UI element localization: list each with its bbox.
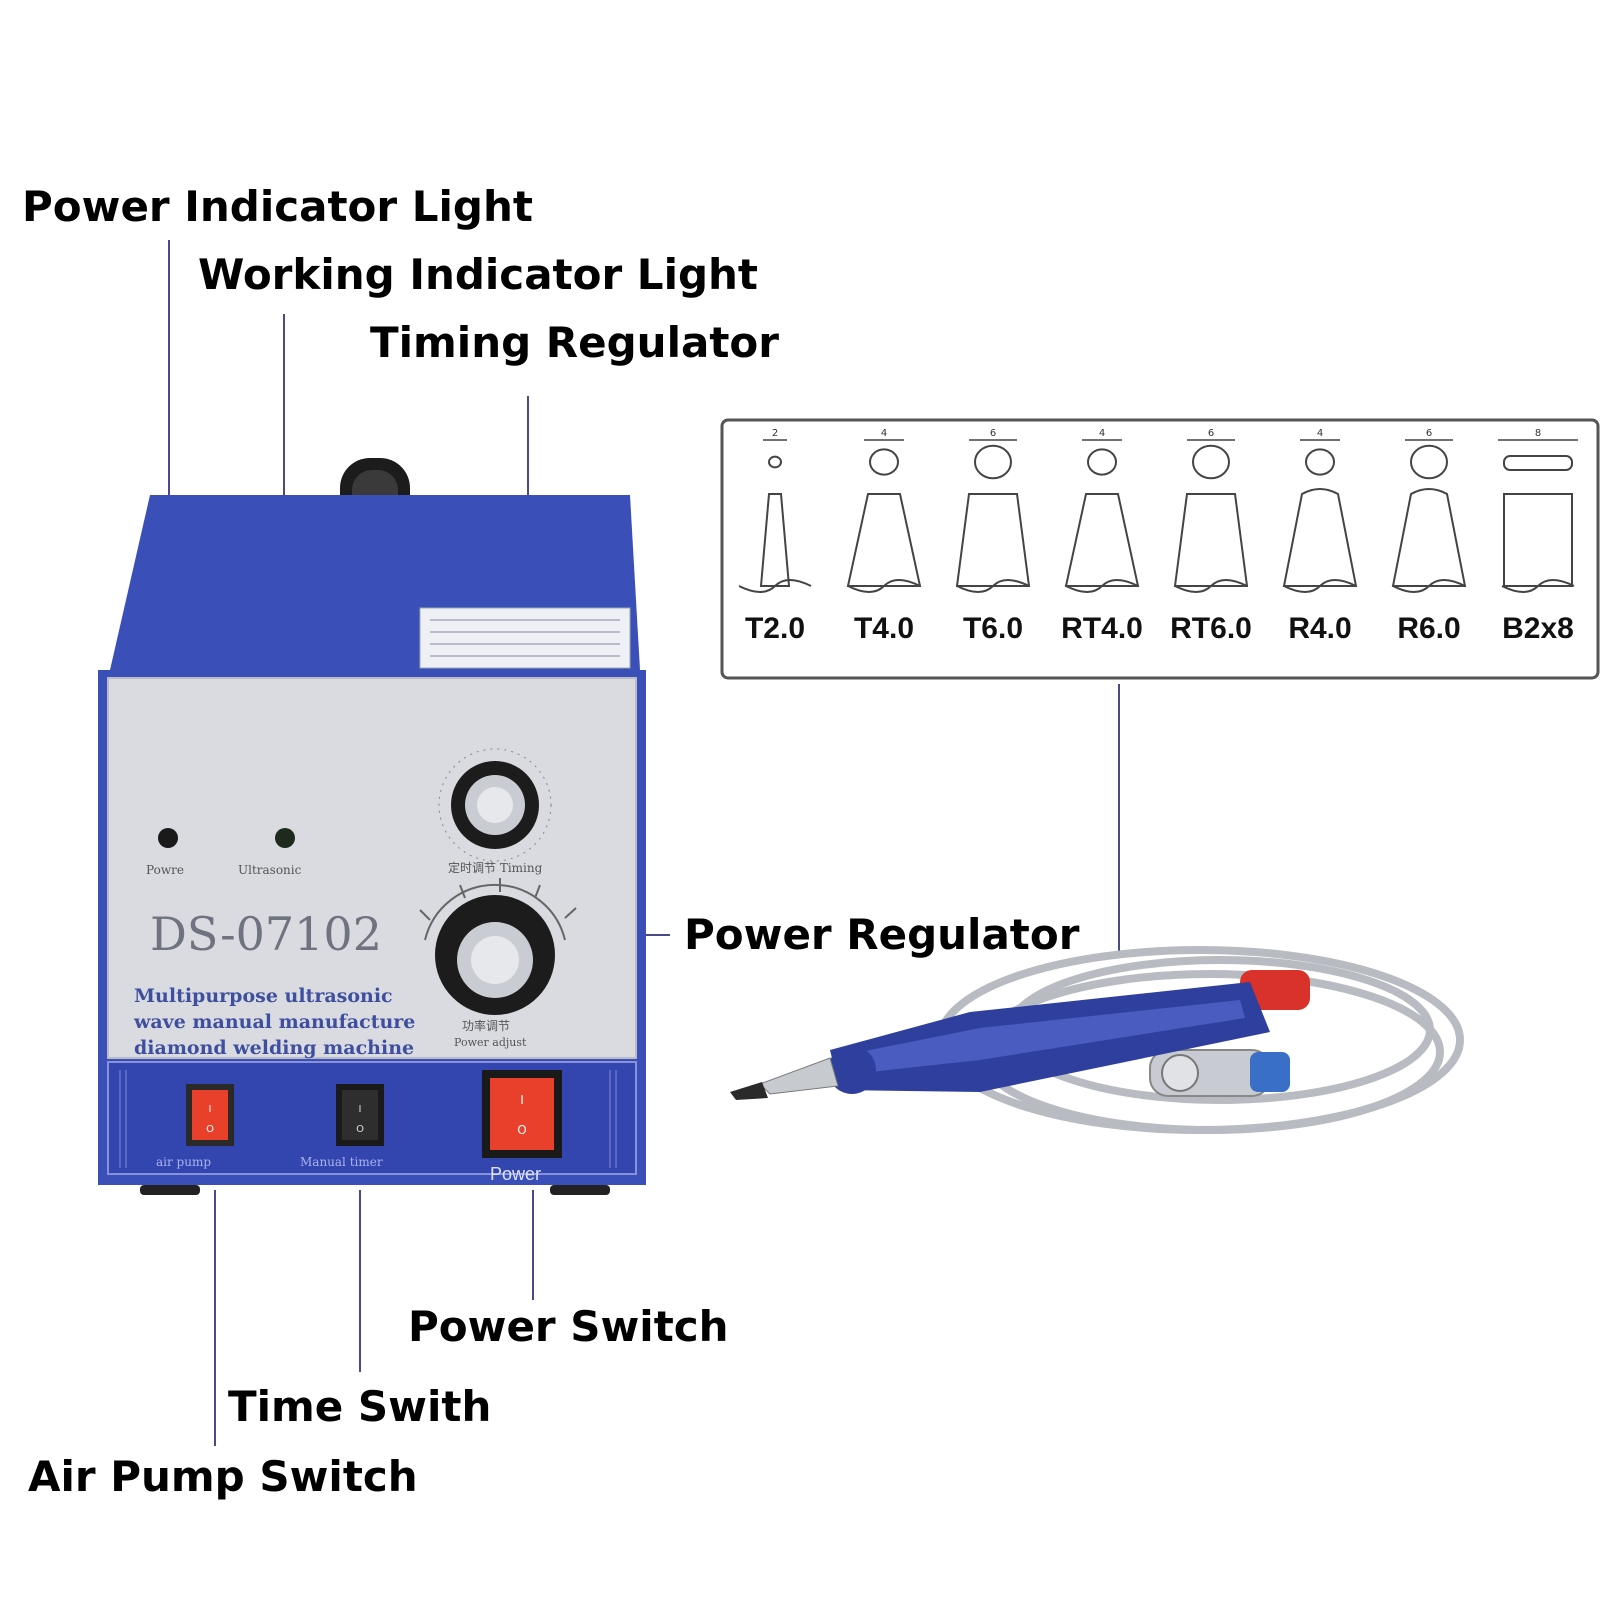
- front-panel: [108, 678, 636, 1058]
- tip-name-label: T2.0: [745, 612, 805, 645]
- callout-timing-regulator: Timing Regulator: [370, 318, 779, 367]
- svg-text:O: O: [206, 1124, 214, 1135]
- leader-air-pump-switch: [214, 1190, 216, 1446]
- ultrasonic-light-label: Ultrasonic: [238, 863, 302, 877]
- callout-power-switch: Power Switch: [408, 1302, 729, 1351]
- tip-r6-0: 6R6.0: [1391, 428, 1467, 645]
- leader-time-switch: [359, 1190, 361, 1372]
- tip-t4-0: 4T4.0: [846, 428, 922, 645]
- handpiece-body: [828, 982, 1270, 1094]
- power-switch[interactable]: I O: [482, 1070, 562, 1158]
- welding-machine-illustration: Powre Ultrasonic 定时调节 Timing DS-07102 Mu…: [98, 458, 646, 1195]
- description-line-1: Multipurpose ultrasonic: [134, 985, 393, 1007]
- tip-dimension-label: 4: [881, 428, 887, 439]
- tip-name-label: R4.0: [1288, 612, 1351, 645]
- callout-power-indicator-light: Power Indicator Light: [22, 182, 533, 231]
- air-pump-switch[interactable]: I O: [186, 1084, 234, 1146]
- tip-r4-0: 4R4.0: [1282, 428, 1358, 645]
- description-line-3: diamond welding machine: [134, 1037, 414, 1059]
- tip-dimension-label: 6: [990, 428, 996, 439]
- tip-dimension-label: 4: [1099, 428, 1105, 439]
- cable-strain-relief: [1240, 970, 1310, 1010]
- callout-time-switch: Time Swith: [228, 1382, 492, 1431]
- tip-t2-0: 2T2.0: [738, 428, 812, 645]
- power-regulator-knob[interactable]: [419, 878, 577, 1015]
- tip-name-label: T6.0: [963, 612, 1023, 645]
- svg-text:I: I: [520, 1093, 524, 1107]
- working-indicator-light: [275, 828, 295, 848]
- rating-label: [419, 607, 631, 669]
- tip-name-label: RT6.0: [1170, 612, 1252, 645]
- tip-name-label: B2x8: [1502, 612, 1574, 645]
- cable-connector: [1149, 1049, 1290, 1097]
- tip-name-label: R6.0: [1397, 612, 1460, 645]
- tip-dimension-label: 6: [1426, 428, 1432, 439]
- ultrasonic-handpiece-illustration: [730, 946, 1464, 1134]
- power-indicator-light: [158, 828, 178, 848]
- model-name: DS-07102: [150, 907, 382, 961]
- tip-name-label: T4.0: [854, 612, 914, 645]
- tip-name-label: RT4.0: [1061, 612, 1143, 645]
- tip-dimension-label: 4: [1317, 428, 1323, 439]
- leader-power-switch: [532, 1190, 534, 1300]
- svg-text:I: I: [209, 1104, 212, 1115]
- power-knob-label: 功率调节: [462, 1018, 510, 1033]
- handpiece-tip: [730, 1057, 839, 1100]
- tip-t6-0: 6T6.0: [955, 428, 1031, 645]
- leader-handpiece: [1118, 684, 1120, 954]
- time-switch[interactable]: I O: [336, 1084, 384, 1146]
- air-pump-label: air pump: [156, 1155, 211, 1169]
- power-knob-label-en: Power adjust: [454, 1036, 527, 1049]
- tip-dimension-label: 8: [1535, 428, 1541, 439]
- callout-air-pump-switch: Air Pump Switch: [28, 1452, 418, 1501]
- timing-regulator-knob[interactable]: [438, 748, 552, 862]
- description-line-2: wave manual manufacture: [133, 1011, 415, 1033]
- timing-knob-label: 定时调节 Timing: [448, 860, 543, 875]
- svg-text:I: I: [359, 1104, 362, 1115]
- svg-text:O: O: [356, 1124, 364, 1135]
- svg-text:O: O: [517, 1123, 526, 1137]
- callout-working-indicator-light: Working Indicator Light: [198, 250, 759, 299]
- tip-chart-frame: [720, 418, 1600, 680]
- power-light-label: Powre: [146, 863, 184, 877]
- tip-dimension-label: 2: [772, 428, 778, 439]
- tip-dimension-label: 6: [1208, 428, 1214, 439]
- power-switch-label: Power: [490, 1164, 541, 1184]
- callout-power-regulator: Power Regulator: [684, 910, 1080, 959]
- manual-timer-label: Manual timer: [300, 1155, 383, 1169]
